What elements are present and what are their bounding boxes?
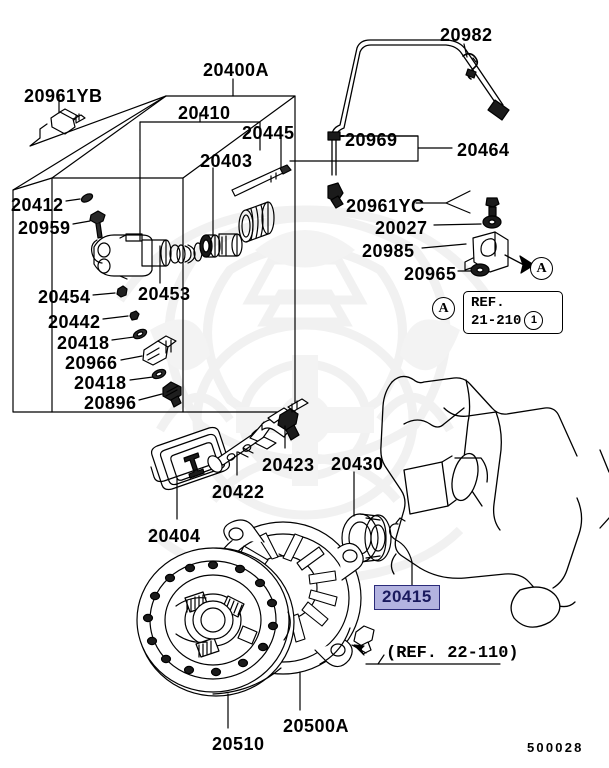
part-label-20412: 20412 xyxy=(11,195,64,215)
part-20442 xyxy=(129,310,140,321)
part-20961YC xyxy=(485,197,500,217)
part-label-20966: 20966 xyxy=(65,353,118,373)
part-label-20422: 20422 xyxy=(212,482,265,502)
ref-marker-a-box: A xyxy=(432,297,455,320)
part-label-20400A: 20400A xyxy=(203,60,270,80)
part-tube-right-end xyxy=(487,99,510,121)
part-20961YB xyxy=(39,108,86,139)
part-20418-upper xyxy=(132,328,148,340)
part-20959 xyxy=(89,210,106,239)
part-20410-piston xyxy=(199,233,243,258)
part-20412 xyxy=(80,193,94,203)
part-label-20430: 20430 xyxy=(331,454,384,474)
part-label-20423: 20423 xyxy=(262,455,315,475)
part-label-20464: 20464 xyxy=(457,140,510,160)
part-tube-lower-end xyxy=(327,182,344,209)
leader-ref22110-b xyxy=(365,654,385,665)
part-20454 xyxy=(116,285,128,298)
leader-20454 xyxy=(92,292,116,296)
leader-20412 xyxy=(65,198,81,202)
arrow-to-ref-A xyxy=(504,254,535,274)
part-ref-22-110-pin xyxy=(353,625,375,655)
part-label-20961YC: 20961YC xyxy=(346,196,425,216)
part-label-20965: 20965 xyxy=(404,264,457,284)
highlighted-part-number-20415[interactable]: 20415 xyxy=(374,585,440,610)
leader-20027 xyxy=(433,223,482,226)
part-seal-stack xyxy=(169,242,203,264)
part-label-20027: 20027 xyxy=(375,218,428,238)
part-20969-clip xyxy=(327,131,341,141)
part-label-20418-upper: 20418 xyxy=(57,333,110,353)
part-label-20500A: 20500A xyxy=(283,716,350,736)
leader-20959 xyxy=(72,220,91,225)
part-label-20410: 20410 xyxy=(178,103,231,123)
group-box-20400A xyxy=(12,95,296,413)
part-label-20418-lower: 20418 xyxy=(74,373,127,393)
part-label-20453: 20453 xyxy=(138,284,191,304)
leader-20966 xyxy=(120,355,143,361)
part-20896 xyxy=(162,381,182,408)
part-label-20442: 20442 xyxy=(48,312,101,332)
part-20403-boot xyxy=(238,201,275,243)
part-label-20510: 20510 xyxy=(212,734,265,754)
part-20027 xyxy=(482,215,502,229)
part-label-20982: 20982 xyxy=(440,25,493,45)
part-20982-clip xyxy=(462,52,479,80)
part-20423 xyxy=(277,398,309,441)
ref-box-circle-number: 1 xyxy=(524,311,544,331)
part-20966 xyxy=(142,335,177,366)
ref-box-line2: 21-210 xyxy=(471,312,522,329)
leader-20442 xyxy=(102,315,129,320)
part-20985 xyxy=(464,231,509,273)
drawing-number: 500028 xyxy=(527,740,584,755)
part-label-20454: 20454 xyxy=(38,287,91,307)
part-label-20403: 20403 xyxy=(200,151,253,171)
part-20510 xyxy=(136,547,295,697)
reference-box-21-210[interactable]: REF. 21-210 1 xyxy=(463,291,563,335)
leader-20418-upper xyxy=(111,336,135,341)
leader-20961YC-b xyxy=(445,202,471,214)
part-label-20445: 20445 xyxy=(242,123,295,143)
part-20453 xyxy=(90,233,172,280)
part-20445 xyxy=(231,164,292,197)
part-transmission-housing xyxy=(380,375,609,628)
leader-20896 xyxy=(138,393,163,401)
part-label-20969: 20969 xyxy=(345,130,398,150)
part-20418-lower xyxy=(151,368,167,380)
leader-20961YB-box xyxy=(29,95,167,147)
part-label-20961YB: 20961YB xyxy=(24,86,103,106)
part-label-20985: 20985 xyxy=(362,241,415,261)
part-20965 xyxy=(470,263,490,277)
ref-marker-a-arrow: A xyxy=(530,257,553,280)
ref-box-line1: REF. xyxy=(471,295,505,311)
part-label-20959: 20959 xyxy=(18,218,71,238)
ref-note-22-110: (REF. 22-110) xyxy=(386,644,519,663)
leader-20985 xyxy=(421,243,467,249)
ref-box-line2-row: 21-210 1 xyxy=(471,311,556,331)
leader-20418-lower xyxy=(129,376,154,381)
part-label-20404: 20404 xyxy=(148,526,201,546)
part-label-20896: 20896 xyxy=(84,393,137,413)
leader-20982 xyxy=(463,43,468,58)
